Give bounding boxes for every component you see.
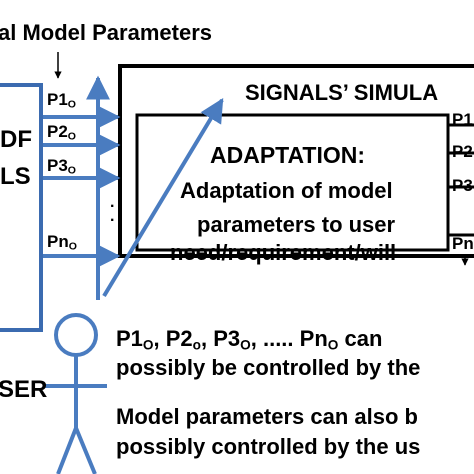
adaptation-line3: need/requirement/will — [170, 240, 397, 265]
adaptation-line2: parameters to user — [197, 212, 396, 237]
model-block-line1: DF — [0, 126, 32, 153]
param-label-3: P3O — [47, 156, 76, 177]
adaptation-line1: Adaptation of model — [180, 178, 393, 203]
header-title: al Model Parameters — [0, 20, 212, 45]
output-label-2: P2 — [452, 142, 473, 161]
note-line2: possibly be controlled by the — [116, 355, 421, 380]
simulator-title: SIGNALS’ SIMULA — [245, 80, 439, 105]
user-figure — [45, 313, 107, 474]
note-line1: P1O, P2o, P3O, ..... PnO can — [116, 326, 383, 353]
output-label-n: Pn — [452, 234, 474, 253]
param-label-n: PnO — [47, 232, 77, 253]
simulator-box — [118, 64, 474, 258]
output-label-1: P1 — [452, 110, 473, 129]
user-leg-right — [74, 427, 97, 474]
note-line4: possibly controlled by the us — [116, 434, 421, 459]
model-block-line2: LS — [0, 163, 31, 190]
note-line3: Model parameters can also b — [116, 404, 418, 429]
adaptation-title: ADAPTATION: — [210, 142, 366, 168]
param-label-1: P1O — [47, 90, 76, 111]
param-ellipsis: . . — [110, 194, 115, 225]
user-arrow-diagonal — [102, 97, 224, 298]
user-head — [54, 313, 98, 357]
adaptation-box — [135, 113, 450, 252]
output-label-3: P3 — [452, 176, 473, 195]
user-leg-left — [56, 427, 78, 474]
user-label: SER — [0, 376, 48, 403]
model-block — [0, 83, 43, 332]
param-label-2: P2O — [47, 122, 76, 143]
